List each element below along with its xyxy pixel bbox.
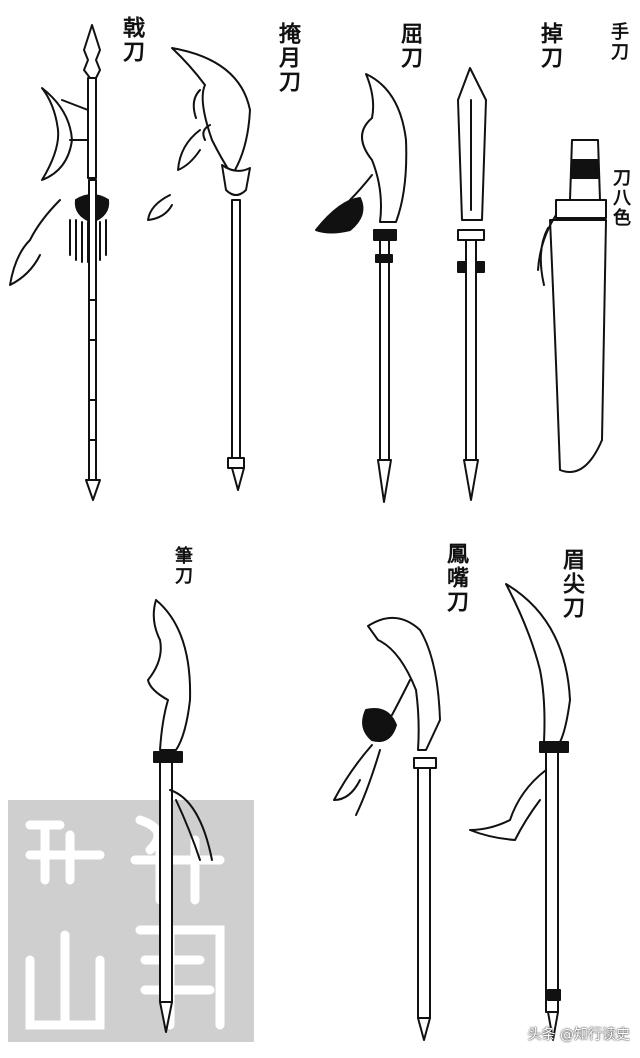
weapon-ji-dao xyxy=(9,24,110,501)
label-bi-dao: 筆刀 xyxy=(172,546,193,586)
label-zhuo-dao: 掉刀 xyxy=(537,22,563,70)
seal-stamp xyxy=(8,800,254,1042)
weapon-zhuo-dao xyxy=(457,67,487,501)
label-mei-jian-dao: 眉尖刀 xyxy=(559,548,585,620)
weapon-shou-dao xyxy=(537,139,607,473)
weapon-yan-yue-dao xyxy=(147,47,251,491)
weapon-qu-dao xyxy=(315,73,408,503)
weapon-feng-zui-dao xyxy=(333,617,441,1041)
watermark-text: 头条 @知行读史 xyxy=(527,1027,630,1043)
label-shou-dao: 手刀 xyxy=(608,22,629,62)
label-ji-dao: 戟刀 xyxy=(119,16,145,64)
weapon-mei-jian-dao xyxy=(469,583,571,1041)
label-qu-dao: 屈刀 xyxy=(397,22,423,70)
label-yan-yue-dao: 掩月刀 xyxy=(275,22,301,94)
label-feng-zui-dao: 鳳嘴刀 xyxy=(443,542,469,614)
label-dao-ba-se: 刀八色 xyxy=(610,168,631,228)
weapon-bi-dao xyxy=(147,599,213,1033)
